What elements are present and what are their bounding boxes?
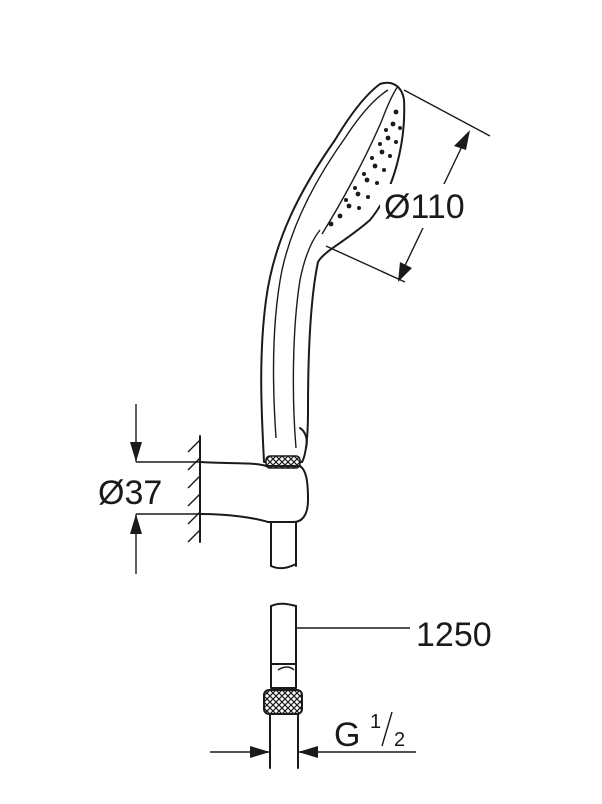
spray-face-edge	[321, 85, 399, 235]
wall-holder	[187, 435, 309, 543]
hose-thread	[269, 713, 299, 769]
head-diameter-label: Ø110	[384, 188, 465, 226]
handle-button	[299, 427, 308, 449]
hose-nut-knurl	[263, 689, 303, 715]
shower-handle-outline	[260, 81, 406, 463]
dimension-holder-diameter: Ø37	[98, 404, 200, 574]
shower-head	[260, 81, 406, 463]
dimension-hose-length: 1250	[296, 616, 492, 654]
hose-lower	[270, 602, 297, 689]
hose-ferrule	[270, 663, 297, 689]
thread-label-denominator: 2	[394, 729, 405, 751]
hose-length-label: 1250	[416, 616, 492, 654]
dimension-thread: G 1 2	[210, 711, 416, 758]
spray-nozzles	[328, 109, 402, 227]
thread-label-main: G	[334, 716, 360, 754]
holder-body	[199, 461, 309, 523]
thread-fraction-slash	[381, 711, 393, 747]
wall-hatching	[187, 439, 201, 543]
handle-inner-contour	[272, 89, 389, 439]
handle-inner-contour-2	[292, 229, 321, 449]
dimension-head-diameter: Ø110	[325, 89, 491, 283]
holder-diameter-label: Ø37	[98, 474, 162, 512]
thread-label-numerator: 1	[370, 711, 381, 733]
hose-upper	[270, 521, 297, 570]
